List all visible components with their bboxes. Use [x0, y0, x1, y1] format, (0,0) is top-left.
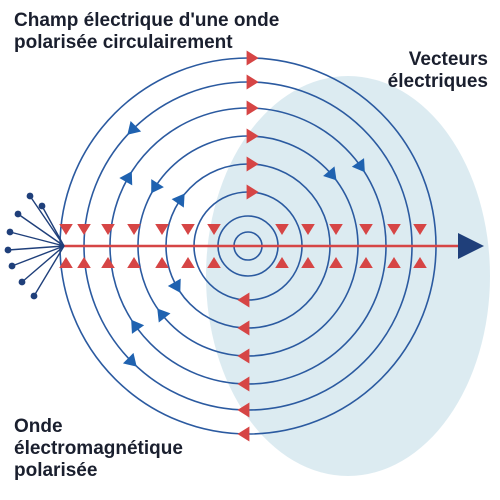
- wave-label-line-3: polarisée: [14, 460, 98, 481]
- red-arrow-centerline-top-3: [246, 128, 259, 144]
- blue-arrow-10: [323, 166, 337, 181]
- red-arrow-centerline-bottom-2: [237, 320, 250, 336]
- red-arrow-centerline-top-5: [246, 74, 259, 90]
- antenna-dot-7: [38, 202, 46, 210]
- blue-arrow-4: [167, 278, 181, 293]
- red-arrow-centerline-top-4: [246, 100, 259, 116]
- title-line-1: Champ électrique d'une onde: [14, 10, 280, 31]
- red-arrow-upper-5: [155, 224, 169, 236]
- red-arrow-upper-10: [329, 224, 343, 236]
- background-layer: [206, 76, 490, 476]
- red-arrow-lower-8: [275, 256, 289, 268]
- antenna-line-1: [17, 213, 65, 247]
- antenna-dot-4: [8, 262, 16, 270]
- red-arrow-centerline-bottom-4: [237, 376, 250, 392]
- red-arrow-centerline-bottom-6: [237, 426, 250, 442]
- antenna-line-7: [41, 205, 65, 247]
- propagation-arrowhead: [458, 233, 484, 259]
- red-arrow-centerline-bottom-1: [237, 292, 250, 308]
- red-arrow-lower-1: [59, 256, 73, 268]
- blue-arrow-8: [127, 120, 142, 135]
- red-arrow-upper-8: [275, 224, 289, 236]
- red-arrow-upper-12: [387, 224, 401, 236]
- red-arrow-centerline-bottom-3: [237, 348, 250, 364]
- red-arrow-lower-6: [181, 256, 195, 268]
- red-arrow-lower-10: [329, 256, 343, 268]
- antenna-line-8: [29, 195, 65, 247]
- blue-arrow-7: [171, 193, 185, 208]
- red-arrow-upper-1: [59, 224, 73, 236]
- red-arrow-lower-3: [101, 256, 115, 268]
- vectors-label-line-2: électriques: [387, 71, 488, 92]
- vector-arrows: [59, 50, 427, 442]
- red-arrow-lower-7: [207, 256, 221, 268]
- blue-arrow-1: [122, 352, 137, 367]
- red-arrow-centerline-top-1: [246, 184, 259, 200]
- title-line-2: polarisée circulairement: [14, 32, 233, 53]
- propagation-axis-group: [64, 233, 484, 259]
- antenna-source: [4, 192, 65, 300]
- red-arrow-lower-12: [387, 256, 401, 268]
- antenna-line-2: [9, 231, 65, 247]
- red-arrow-upper-9: [301, 224, 315, 236]
- red-arrow-upper-3: [101, 224, 115, 236]
- wave-label-line-2: électromagnétique: [14, 438, 183, 459]
- antenna-line-3: [7, 245, 65, 251]
- blue-arrow-6: [151, 179, 164, 194]
- blue-arrow-3: [157, 308, 171, 323]
- red-arrow-lower-9: [301, 256, 315, 268]
- blue-arrow-9: [351, 158, 365, 173]
- red-arrow-lower-4: [127, 256, 141, 268]
- red-arrow-upper-7: [207, 224, 221, 236]
- antenna-dot-3: [4, 246, 12, 254]
- polarized-wave-label: Onde électromagnétique polarisée: [14, 416, 183, 482]
- red-arrow-lower-11: [359, 256, 373, 268]
- antenna-dot-6: [30, 292, 38, 300]
- antenna-dot-2: [6, 228, 14, 236]
- antenna-line-6: [33, 245, 65, 297]
- red-arrow-centerline-top-2: [246, 156, 259, 172]
- blue-arrow-2: [131, 319, 145, 334]
- red-arrow-centerline-bottom-5: [237, 402, 250, 418]
- electric-vectors-label: Vecteurs électriques: [388, 49, 488, 93]
- red-arrow-upper-11: [359, 224, 373, 236]
- antenna-dot-5: [18, 278, 26, 286]
- antenna-dot-1: [14, 210, 22, 218]
- red-arrow-centerline-top-6: [246, 50, 259, 66]
- red-arrow-upper-2: [77, 224, 91, 236]
- background-disk: [206, 76, 490, 476]
- red-arrow-lower-13: [413, 256, 427, 268]
- red-arrow-upper-6: [181, 224, 195, 236]
- red-arrow-lower-5: [155, 256, 169, 268]
- red-arrow-upper-13: [413, 224, 427, 236]
- vectors-label-line-1: Vecteurs: [408, 49, 488, 70]
- red-arrow-upper-4: [127, 224, 141, 236]
- antenna-dot-8: [26, 192, 34, 200]
- red-arrow-lower-2: [77, 256, 91, 268]
- antenna-line-4: [11, 245, 65, 267]
- diagram-title: Champ électrique d'une onde polarisée ci…: [14, 10, 279, 54]
- antenna-line-5: [21, 245, 65, 283]
- blue-arrow-5: [119, 171, 133, 186]
- wave-label-line-1: Onde: [14, 416, 63, 437]
